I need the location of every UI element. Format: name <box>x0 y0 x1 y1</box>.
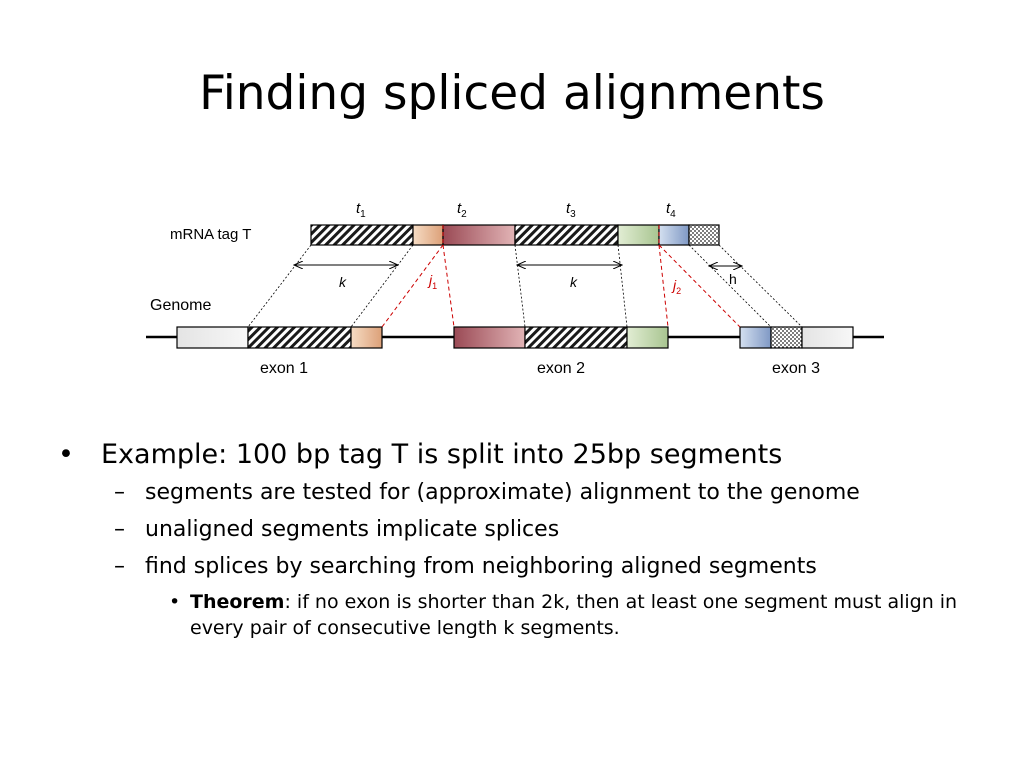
sub-bullet-item: – find splices by searching from neighbo… <box>58 548 1008 585</box>
k-label-1: k <box>339 274 347 290</box>
mrna-segment-t4-green <box>617 224 660 246</box>
theorem-bullet-item: • Theorem: if no exon is shorter than 2k… <box>58 589 970 641</box>
mrna-segment-t1 <box>310 224 414 246</box>
bullet-item-main: • Example: 100 bp tag T is split into 25… <box>58 436 1008 474</box>
exon-1 <box>176 326 383 349</box>
mrna-segment-t4-blue <box>658 224 690 246</box>
junction-label-j2: j2 <box>671 277 681 296</box>
exon-3 <box>739 326 854 349</box>
mrna-segment-t3 <box>514 224 619 246</box>
theorem-label: Theorem <box>190 591 285 613</box>
mrna-segment-t2-orange <box>412 224 444 246</box>
sub-bullet-item: – unaligned segments implicate splices <box>58 511 1008 548</box>
exon-label-3: exon 3 <box>772 360 820 377</box>
junction-lines <box>381 225 741 328</box>
h-label: h <box>729 271 737 287</box>
sub-bullet-text: find splices by searching from neighbori… <box>145 554 817 579</box>
dash-bullet-icon: – <box>114 554 125 579</box>
mrna-tag-bar <box>310 224 720 246</box>
mrna-label: mRNA tag T <box>170 226 251 243</box>
segment-label-t4: t4 <box>666 200 676 220</box>
sub-bullet-text: segments are tested for (approximate) al… <box>145 480 860 505</box>
bullet-text-main: Example: 100 bp tag T is split into 25bp… <box>101 439 783 470</box>
dash-bullet-icon: – <box>114 517 125 542</box>
exon-label-1: exon 1 <box>260 360 308 377</box>
exon-2 <box>453 326 669 349</box>
alignment-mapping-lines <box>247 244 803 328</box>
segment-label-t1: t1 <box>356 200 366 220</box>
segment-label-t2: t2 <box>457 200 467 220</box>
bullet-dot-icon: • <box>58 439 74 470</box>
mrna-segment-tail-dotted <box>688 224 720 246</box>
k-label-2: k <box>570 274 578 290</box>
dash-bullet-icon: – <box>114 480 125 505</box>
theorem-text: : if no exon is shorter than 2k, then at… <box>190 591 958 639</box>
splice-diagram: mRNA tag T Genome t1 t2 t3 t4 <box>146 200 884 377</box>
mrna-segment-t2-red <box>442 224 516 246</box>
sub-bullet-text: unaligned segments implicate splices <box>145 517 560 542</box>
slide-title: Finding spliced alignments <box>199 66 825 121</box>
genome-label: Genome <box>150 297 211 314</box>
sub-bullet-item: – segments are tested for (approximate) … <box>58 474 1008 511</box>
segment-label-t3: t3 <box>566 200 576 220</box>
junction-label-j1: j1 <box>427 272 437 291</box>
exon-label-2: exon 2 <box>537 360 585 377</box>
bullet-list: • Example: 100 bp tag T is split into 25… <box>58 436 1008 641</box>
bullet-dot-icon: • <box>169 591 181 613</box>
